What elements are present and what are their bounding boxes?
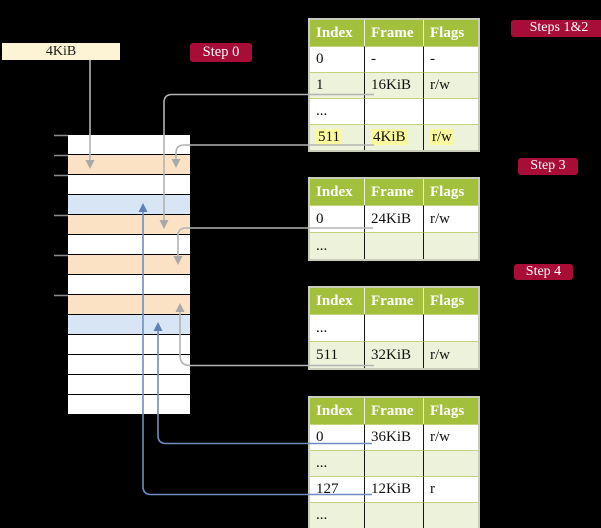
table-row-...: ... xyxy=(310,502,478,528)
badge-step-0: Step 0 xyxy=(190,43,252,62)
table-cell xyxy=(365,98,424,124)
table-cell: 16KiB xyxy=(365,72,424,98)
physical-memory-column xyxy=(68,135,190,415)
column-header-frame: Frame xyxy=(365,179,424,205)
table-cell: 0 xyxy=(310,205,365,232)
frame-size-label: 4KiB xyxy=(2,43,120,60)
table-cell: r xyxy=(424,476,478,502)
column-header-flags: Flags xyxy=(424,20,478,46)
highlighted-value: r/w xyxy=(430,129,454,145)
memory-row-4 xyxy=(68,195,190,215)
table-cell: - xyxy=(365,46,424,72)
memory-row-8 xyxy=(68,275,190,295)
column-header-frame: Frame xyxy=(365,288,424,314)
table-cell: r/w xyxy=(424,124,478,150)
table-cell: 32KiB xyxy=(365,341,424,368)
table-cell: r/w xyxy=(424,205,478,232)
table-cell: 0 xyxy=(310,424,365,450)
memory-row-9 xyxy=(68,295,190,315)
column-header-flags: Flags xyxy=(424,398,478,424)
table-cell xyxy=(424,502,478,528)
memory-row-2 xyxy=(68,155,190,175)
table-row-511: 511 4KiB r/w xyxy=(310,124,478,150)
table-cell xyxy=(424,98,478,124)
table-cell xyxy=(365,502,424,528)
memory-row-6 xyxy=(68,235,190,255)
table-cell: 4KiB xyxy=(365,124,424,150)
table-cell: ... xyxy=(310,98,365,124)
table-cell: ... xyxy=(310,450,365,476)
memory-row-12 xyxy=(68,355,190,375)
column-header-frame: Frame xyxy=(365,398,424,424)
table-row-...: ... xyxy=(310,314,478,341)
column-header-index: Index xyxy=(310,288,365,314)
table-cell: 511 xyxy=(310,124,365,150)
badge-steps-1-2: Steps 1&2 xyxy=(511,20,601,37)
table-cell: 24KiB xyxy=(365,205,424,232)
table-row-...: ... xyxy=(310,232,478,259)
memory-row-13 xyxy=(68,375,190,395)
table-cell: r/w xyxy=(424,424,478,450)
table-cell: ... xyxy=(310,502,365,528)
table-cell xyxy=(365,450,424,476)
table-cell: 1 xyxy=(310,72,365,98)
column-header-index: Index xyxy=(310,179,365,205)
table-cell: 12KiB xyxy=(365,476,424,502)
table-row-...: ... xyxy=(310,98,478,124)
memory-row-10 xyxy=(68,315,190,335)
table-cell: r/w xyxy=(424,72,478,98)
table-cell xyxy=(424,314,478,341)
table-cell: - xyxy=(424,46,478,72)
memory-row-1 xyxy=(68,135,190,155)
table-cell: 0 xyxy=(310,46,365,72)
column-header-index: Index xyxy=(310,20,365,46)
table-cell xyxy=(424,232,478,259)
table-row-0: 0-- xyxy=(310,46,478,72)
table-cell: ... xyxy=(310,314,365,341)
column-header-frame: Frame xyxy=(365,20,424,46)
table-cell: 127 xyxy=(310,476,365,502)
memory-row-7 xyxy=(68,255,190,275)
table-cell: r/w xyxy=(424,341,478,368)
column-header-flags: Flags xyxy=(424,179,478,205)
column-header-index: Index xyxy=(310,398,365,424)
memory-row-11 xyxy=(68,335,190,355)
highlighted-value: 4KiB xyxy=(371,129,408,145)
highlighted-value: 511 xyxy=(316,129,342,145)
badge-step-4: Step 4 xyxy=(514,264,573,280)
badge-step-3: Step 3 xyxy=(518,158,578,175)
memory-row-14 xyxy=(68,395,190,415)
table-cell xyxy=(424,450,478,476)
table-cell: 36KiB xyxy=(365,424,424,450)
table-cell xyxy=(365,314,424,341)
column-header-flags: Flags xyxy=(424,288,478,314)
table-cell: ... xyxy=(310,232,365,259)
table-cell xyxy=(365,232,424,259)
memory-row-5 xyxy=(68,215,190,235)
memory-row-3 xyxy=(68,175,190,195)
memory-ticks xyxy=(54,134,68,297)
table-cell: 511 xyxy=(310,341,365,368)
table-row-...: ... xyxy=(310,450,478,476)
